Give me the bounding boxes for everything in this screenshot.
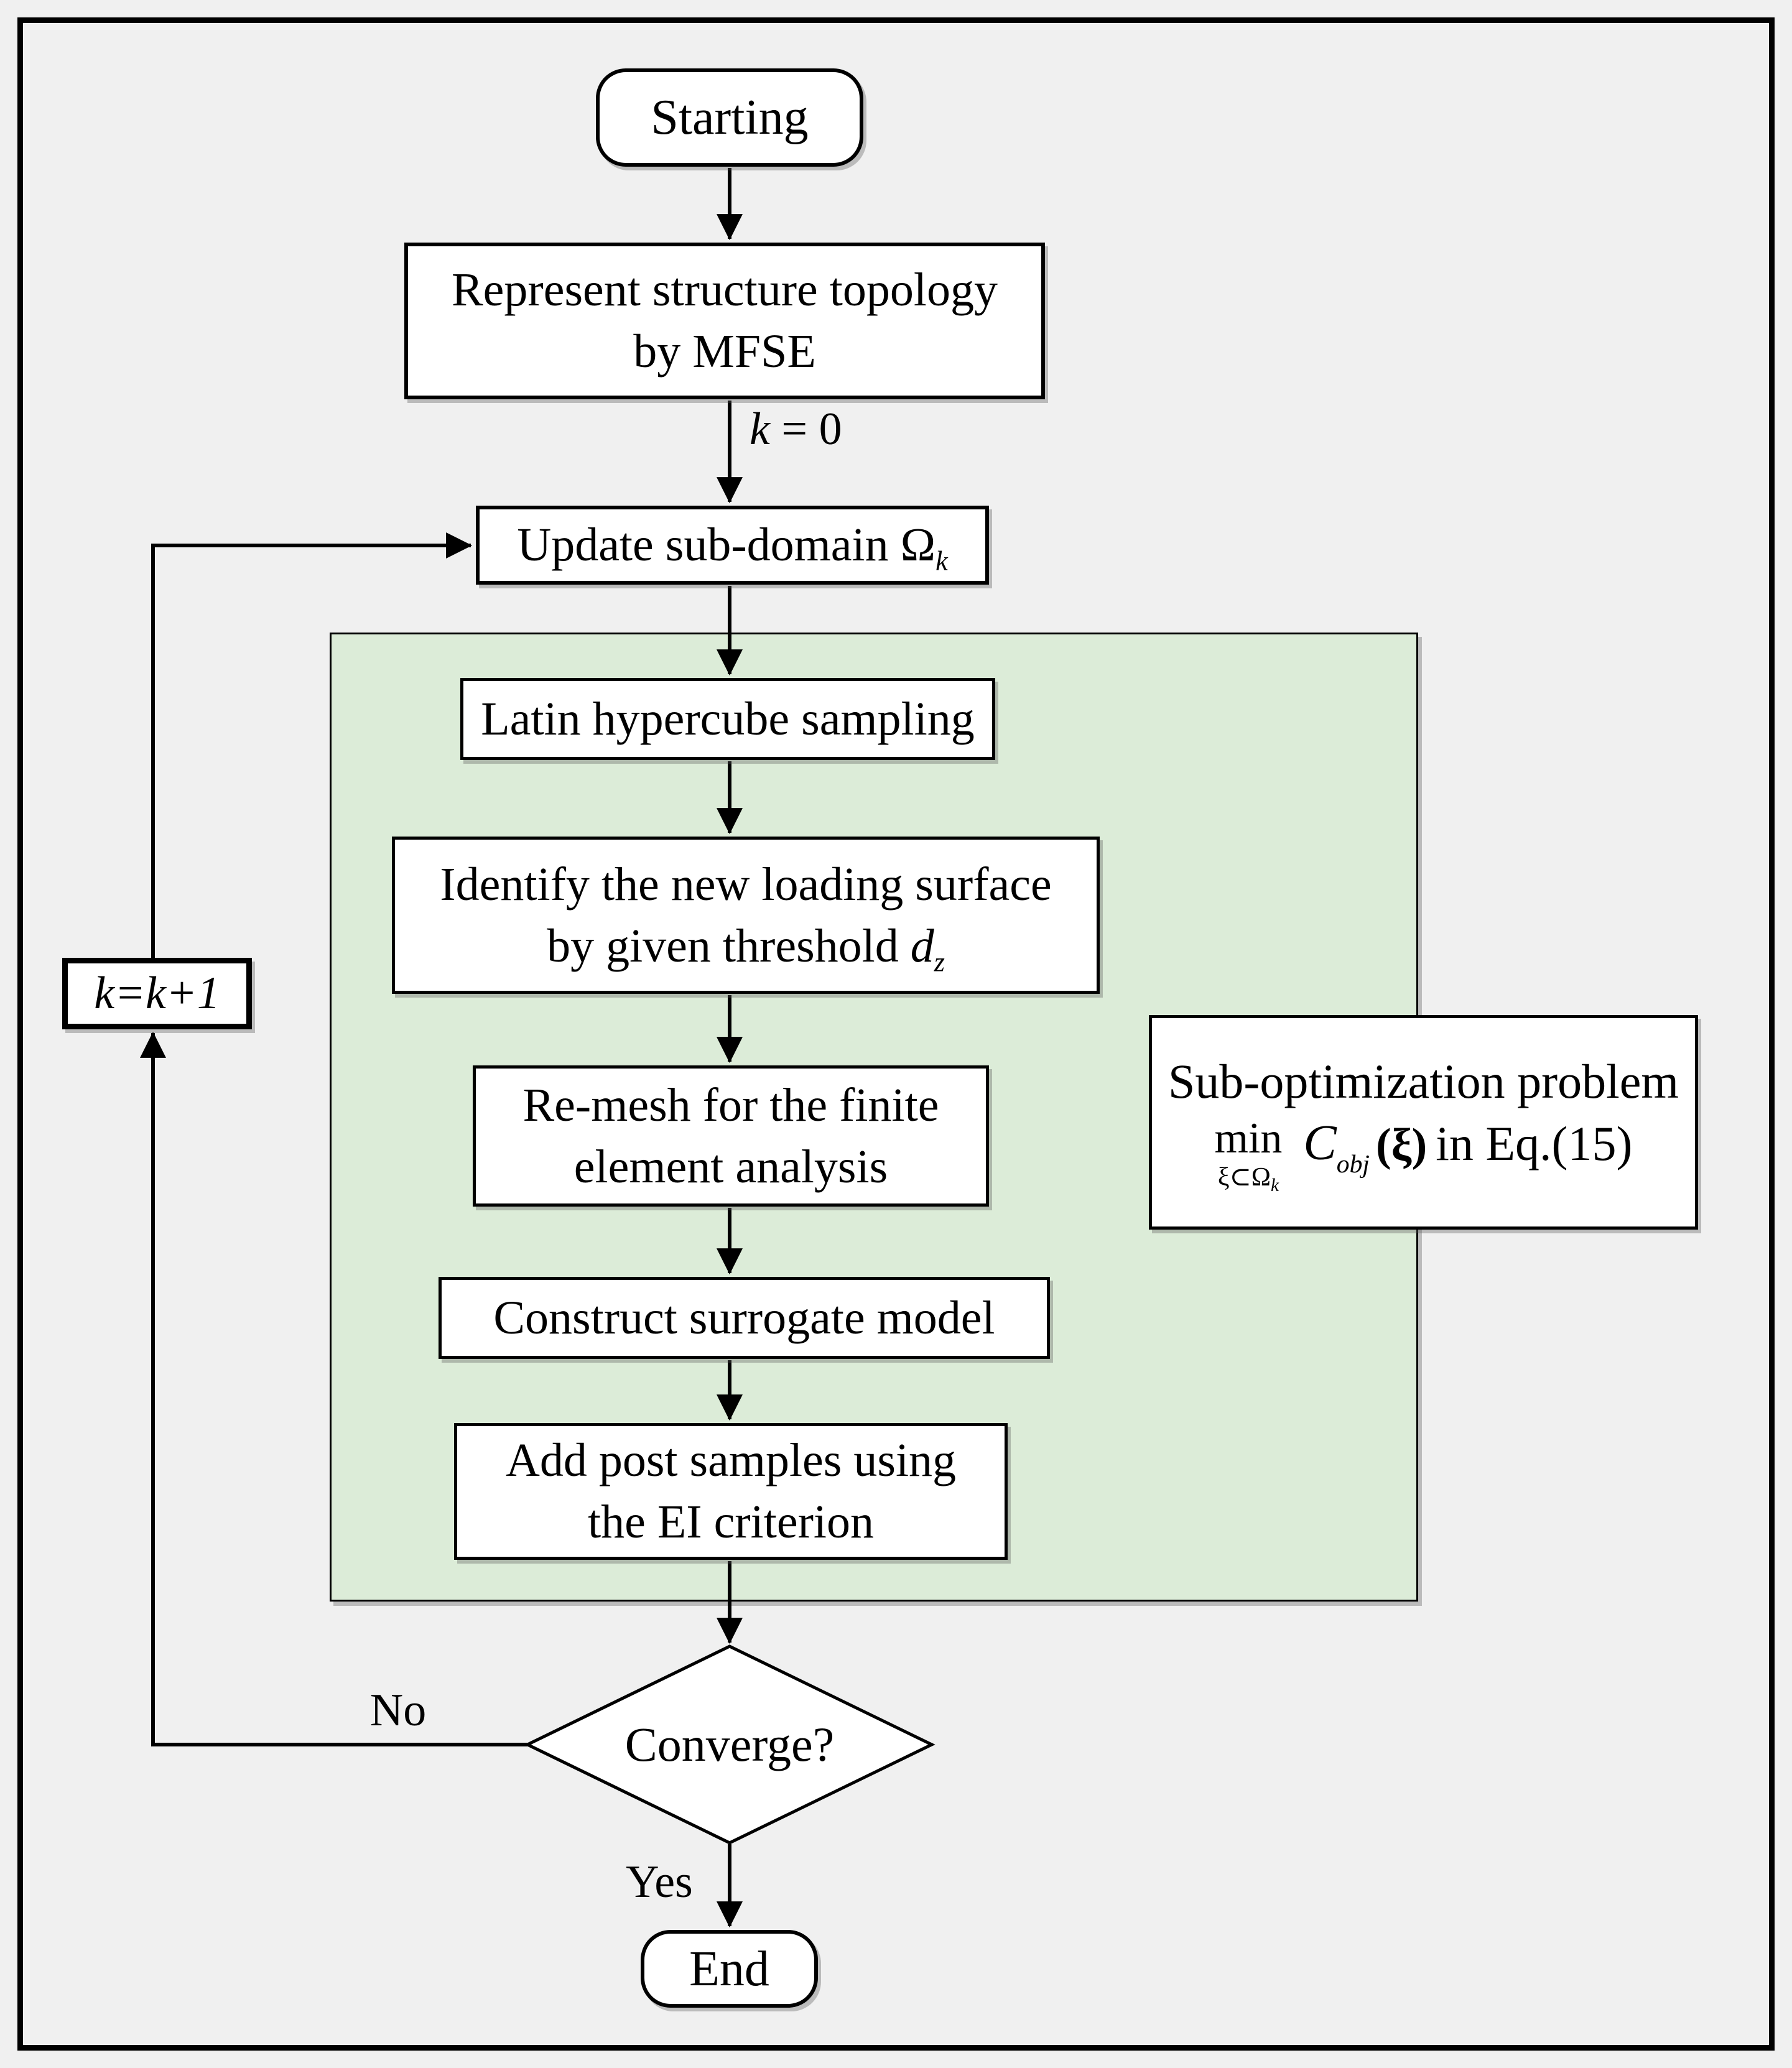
converge-question: Converge? (624, 1717, 835, 1771)
represent-line1: Represent structure topology (451, 264, 998, 317)
latin-hypercube-node: Latin hypercube sampling (460, 678, 995, 760)
addpost-line1: Add post samples using (505, 1434, 957, 1487)
min-operator: min ξ⊂Ωk (1214, 1114, 1283, 1195)
update-label: Update sub-domain Ωk (517, 519, 948, 577)
start-label: Starting (651, 90, 809, 145)
subopt-formula: min ξ⊂Ωk Cobj (ξ) in Eq.(15) (1214, 1114, 1633, 1195)
subopt-title: Sub-optimization problem (1168, 1054, 1679, 1109)
diagram-frame (17, 17, 1775, 2051)
identify-line2: by given threshold dz (547, 919, 945, 977)
remesh-node: Re-mesh for the finite element analysis (473, 1065, 989, 1207)
suboptimization-annotation-node: Sub-optimization problem min ξ⊂Ωk Cobj (… (1149, 1015, 1698, 1230)
represent-line2: by MFSE (633, 325, 816, 378)
objective-function: Cobj (1303, 1115, 1370, 1178)
k-increment-label: k=k+1 (94, 968, 220, 1019)
update-subdomain-node: Update sub-domain Ωk (476, 506, 989, 585)
k-increment-node: k=k+1 (62, 958, 252, 1029)
addpost-line2: the EI criterion (587, 1496, 874, 1548)
equation-reference: in Eq.(15) (1436, 1116, 1633, 1171)
latin-label: Latin hypercube sampling (481, 692, 975, 745)
add-post-samples-node: Add post samples using the EI criterion (454, 1423, 1008, 1560)
remesh-line2: element analysis (573, 1140, 888, 1193)
end-label: End (689, 1941, 769, 1996)
no-branch-label: No (369, 1685, 427, 1736)
identify-loading-surface-node: Identify the new loading surface by give… (392, 837, 1100, 994)
remesh-line1: Re-mesh for the finite (522, 1078, 939, 1131)
construct-label: Construct surrogate model (493, 1291, 995, 1344)
start-node: Starting (596, 68, 863, 167)
xi-argument: (ξ) (1375, 1119, 1428, 1171)
arrow-kplus-to-update (151, 532, 473, 958)
yes-branch-label: Yes (626, 1857, 693, 1908)
arrow-no-feedback-to-kplus (140, 1031, 527, 1746)
represent-topology-node: Represent structure topology by MFSE (404, 243, 1045, 399)
construct-surrogate-node: Construct surrogate model (439, 1277, 1050, 1359)
k-init-label: k = 0 (750, 404, 842, 455)
end-node: End (641, 1930, 818, 2008)
identify-line1: Identify the new loading surface (440, 858, 1052, 911)
converge-diamond-shape (524, 1644, 935, 1845)
